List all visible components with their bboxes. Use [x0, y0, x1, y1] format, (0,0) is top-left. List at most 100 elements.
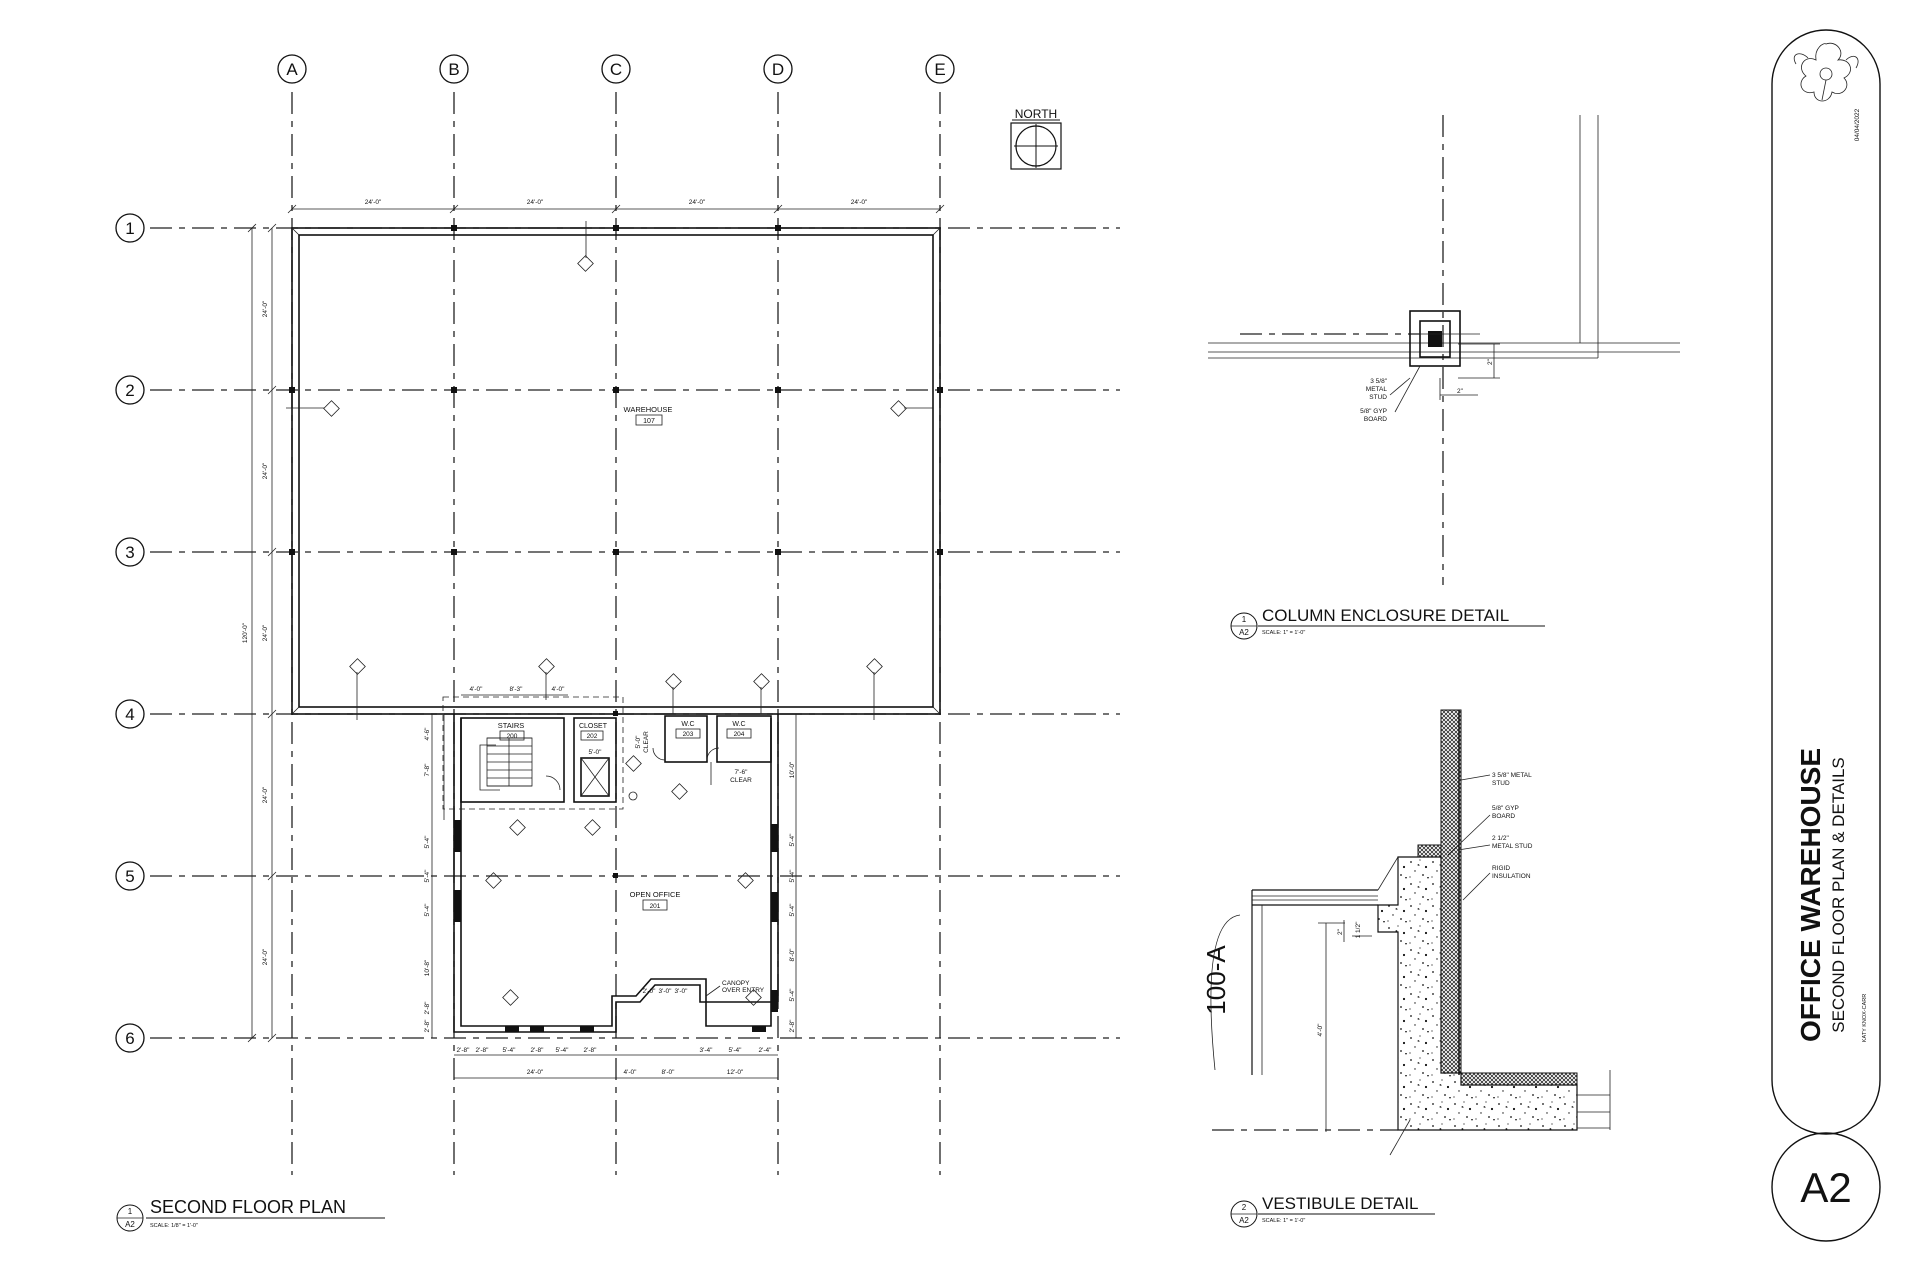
dim-top-de: 24'-0": [851, 199, 868, 206]
dim-overall: 120'-0": [242, 622, 249, 643]
vestibule-detail-sheet: A2: [1239, 1216, 1249, 1225]
room-name-wc-204: W.C: [732, 721, 745, 728]
grid-label-a: A: [286, 60, 298, 79]
vestibule-note-1: 3 5/8" METAL: [1492, 772, 1532, 779]
column-note-4: 5/8" GYP: [1360, 408, 1387, 415]
dim-left-12: 24'-0": [262, 300, 269, 317]
bottom-dim-total-1: 24'-0": [527, 1069, 544, 1076]
grid-label-c: C: [610, 60, 622, 79]
office-dim-left-5: 5'-4": [424, 903, 431, 917]
office-dims-left: 4'-6" 7'-8" 5'-4" 5'-4" 5'-4" 10'-8" 2'-…: [424, 714, 445, 1038]
bottom-dim-1: 2'-8": [457, 1047, 471, 1054]
room-name-open-office: OPEN OFFICE: [630, 890, 681, 899]
canopy-note-1: CANOPY: [722, 980, 750, 987]
dim-left-45: 24'-0": [262, 786, 269, 803]
logo-flower-icon: [1793, 42, 1859, 102]
plan-view-title: 1 A2 SECOND FLOOR PLAN SCALE: 1/8" = 1'-…: [116, 1197, 385, 1232]
room-number-stairs: 200: [507, 733, 518, 740]
grid-label-5: 5: [125, 867, 134, 886]
sheet-title: SECOND FLOOR PLAN & DETAILS: [1829, 757, 1848, 1033]
grid-label-e: E: [934, 60, 945, 79]
second-floor-plan: A B C D E 1 2 3 4 5 6 NORTH: [115, 54, 1120, 1232]
grid-label-4: 4: [125, 705, 134, 724]
title-block: 04/04/2022 OFFICE WAREHOUSE SECOND FLOOR…: [1771, 29, 1881, 1242]
plan-view-number: 1: [128, 1207, 133, 1216]
office-dim-left-2: 7'-8": [424, 763, 431, 777]
dim-left-34: 24'-0": [262, 624, 269, 641]
dim-top-ab: 24'-0": [365, 199, 382, 206]
stair-dim-1: 4'-0": [470, 686, 484, 693]
bottom-dim-11: 5'-4": [729, 1047, 743, 1054]
office-dim-left-8: 2'-8": [424, 1019, 431, 1033]
stair-dim-3: 4'-0": [552, 686, 566, 693]
vestibule-note-5: 2 1/2": [1492, 835, 1509, 842]
office-dim-right-6: 5'-4": [789, 988, 796, 1002]
room-name-stairs: STAIRS: [498, 721, 525, 730]
vestibule-note-2: STUD: [1492, 780, 1510, 787]
dim-top-cd: 24'-0": [689, 199, 706, 206]
vestibule-dim-a: 2": [1337, 928, 1344, 935]
office-dim-left-4: 5'-4": [424, 869, 431, 883]
elevator-dim: 5'-0": [589, 749, 603, 756]
grid-bubbles-columns: A B C D E: [277, 54, 955, 84]
author-name: KATY KNOX-CARR: [1862, 994, 1868, 1042]
room-number-wc-204: 204: [734, 731, 745, 738]
column-enclosure-detail: 2" 2" 3 5/8" METAL STUD 5/8" GYP BOARD 1…: [1208, 115, 1680, 640]
vestibule-note-7: RIGID: [1492, 865, 1510, 872]
sheet-number: A2: [1800, 1164, 1851, 1211]
dim-top-bc: 24'-0": [527, 199, 544, 206]
room-name-warehouse: WAREHOUSE: [624, 405, 673, 414]
vestibule-note-6: METAL STUD: [1492, 843, 1533, 850]
bottom-dim-total-3: 8'-0": [662, 1069, 676, 1076]
office-dim-left-1: 4'-6": [424, 727, 431, 741]
bottom-dim-4: 2'-8": [531, 1047, 545, 1054]
office-dim-left-7: 2'-8": [424, 1001, 431, 1015]
plan-view-sheet: A2: [125, 1220, 135, 1229]
column-detail-number: 1: [1242, 615, 1247, 624]
bottom-dim-total-4: 12'-0": [727, 1069, 744, 1076]
office-dim-right-5: 8'-0": [789, 948, 796, 962]
bottom-dim-2: 2'-8": [476, 1047, 490, 1054]
vestibule-dim-c: 4'-0": [1317, 1023, 1324, 1037]
north-arrow: NORTH: [1010, 107, 1062, 170]
room-name-wc-203: W.C: [681, 721, 694, 728]
column-detail-title: COLUMN ENCLOSURE DETAIL: [1262, 606, 1509, 625]
vestibule-detail-title: VESTIBULE DETAIL: [1262, 1194, 1419, 1213]
grid-label-2: 2: [125, 381, 134, 400]
project-title: OFFICE WAREHOUSE: [1795, 748, 1826, 1042]
column-dim-a: 2": [1487, 358, 1494, 365]
column-note-3: STUD: [1369, 394, 1387, 401]
room-name-closet: CLOSET: [579, 723, 608, 730]
plan-view-label: SECOND FLOOR PLAN: [150, 1197, 346, 1217]
stair-dims: 4'-0" 8'-3" 4'-0": [461, 686, 568, 696]
grid-lines: [150, 92, 1120, 1175]
grid-label-6: 6: [125, 1029, 134, 1048]
column-note-1: 3 5/8": [1370, 378, 1387, 385]
clear-label-1: CLEAR: [643, 731, 650, 753]
canopy-note-2: OVER ENTRY: [722, 987, 765, 994]
bottom-dim-12: 2'-4": [759, 1047, 773, 1054]
title-date: 04/04/2022: [1854, 108, 1861, 141]
room-number-warehouse: 107: [643, 418, 655, 425]
top-dimensions: 24'-0" 24'-0" 24'-0" 24'-0": [287, 199, 945, 214]
room-number-closet: 202: [587, 733, 598, 740]
office-dim-right-4: 5'-4": [789, 903, 796, 917]
office-dim-right-3: 5'-4": [789, 869, 796, 883]
office-dim-left-6: 10'-8": [424, 959, 431, 976]
bottom-dim-5: 5'-4": [556, 1047, 570, 1054]
vestibule-note-3: 5/8" GYP: [1492, 805, 1519, 812]
room-number-open-office: 201: [650, 903, 661, 910]
clear-label-2: CLEAR: [730, 777, 752, 784]
room-tag-warehouse: WAREHOUSE 107: [624, 405, 673, 426]
vestibule-dim-b: 1 1/2": [1355, 921, 1362, 938]
vestibule-detail: 100-A 2" 1 1/2" 4'-0" 3 5/8" METAL STUD …: [1201, 709, 1611, 1228]
grid-label-3: 3: [125, 543, 134, 562]
section-tag: 100-A: [1201, 945, 1231, 1015]
office-dim-right-2: 5'-4": [789, 833, 796, 847]
grid-label-d: D: [772, 60, 784, 79]
office-dims-bottom: 2'-8" 2'-8" 5'-4" 2'-8" 5'-4" 2'-8" 2'-0…: [454, 988, 778, 1079]
bottom-dim-total-2: 4'-0": [624, 1069, 638, 1076]
column-detail-sheet: A2: [1239, 628, 1249, 637]
grid-label-b: B: [448, 60, 459, 79]
